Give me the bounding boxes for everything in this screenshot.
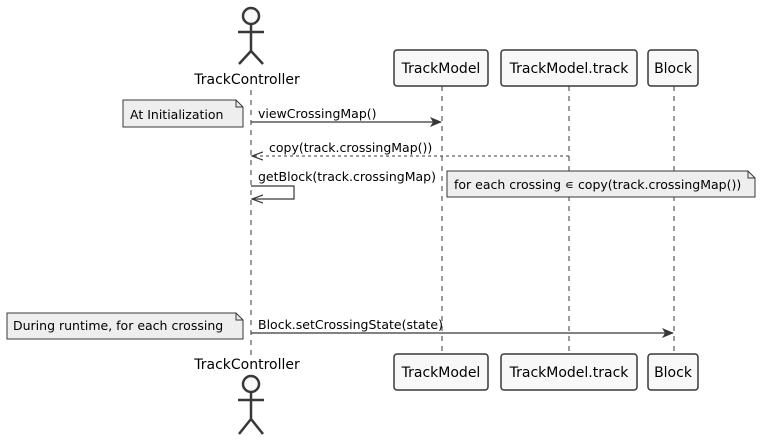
- actor-trackcontroller-bottom: TrackController: [193, 357, 300, 435]
- participant-label: Block: [654, 365, 693, 381]
- message-label: getBlock(track.crossingMap): [258, 169, 436, 184]
- note-at-initialization: At Initialization: [122, 99, 244, 128]
- stick-figure-icon: [238, 374, 264, 435]
- message-copy-crossing-map: copy(track.crossingMap()): [252, 140, 569, 156]
- participant-block-top: Block: [647, 49, 699, 87]
- note-during-runtime: During runtime, for each crossing: [6, 312, 244, 340]
- note-text: At Initialization: [130, 107, 223, 122]
- actor-trackcontroller-top: TrackController: [193, 6, 300, 88]
- note-text: During runtime, for each crossing: [13, 318, 223, 333]
- message-label: Block.setCrossingState(state): [258, 317, 443, 332]
- participant-label: TrackModel: [401, 61, 481, 77]
- note-for-each-crossing: for each crossing ∊ copy(track.crossingM…: [446, 170, 756, 198]
- message-label: copy(track.crossingMap()): [269, 140, 432, 155]
- participant-trackmodel-track-bottom: TrackModel.track: [500, 353, 638, 391]
- participant-label: TrackModel: [401, 365, 481, 381]
- actor-name-trackcontroller-bottom: TrackController: [193, 357, 300, 373]
- message-view-crossing-map: viewCrossingMap(): [251, 106, 442, 127]
- participant-label: TrackModel.track: [509, 365, 630, 381]
- stick-figure-icon: [238, 6, 264, 65]
- participant-label: TrackModel.track: [509, 61, 630, 77]
- participant-trackmodel-top: TrackModel: [393, 49, 489, 87]
- message-set-crossing-state: Block.setCrossingState(state): [251, 317, 674, 338]
- actor-name-trackcontroller-top: TrackController: [193, 72, 300, 88]
- participant-trackmodel-track-top: TrackModel.track: [500, 49, 638, 87]
- participant-label: Block: [654, 61, 693, 77]
- message-get-block: getBlock(track.crossingMap): [251, 169, 436, 199]
- message-label: viewCrossingMap(): [258, 106, 377, 121]
- participant-trackmodel-bottom: TrackModel: [393, 353, 489, 391]
- note-text: for each crossing ∊ copy(track.crossingM…: [454, 177, 741, 192]
- participant-block-bottom: Block: [647, 353, 699, 391]
